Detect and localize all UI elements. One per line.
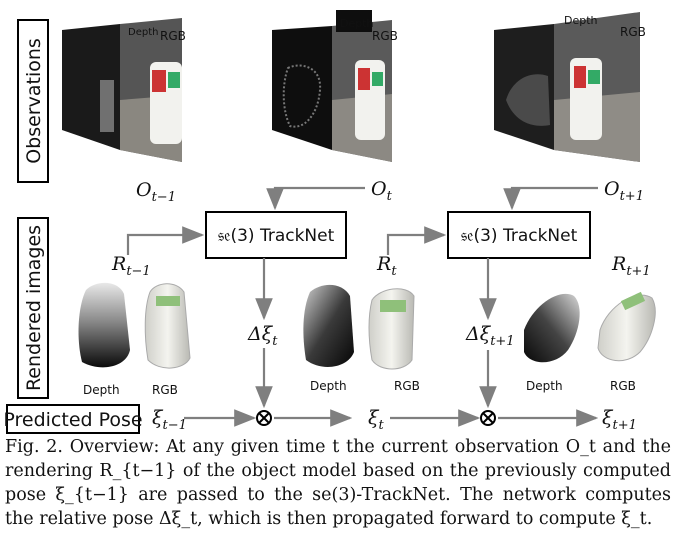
- observation-panel-t-plus-1: Depth RGB: [494, 12, 646, 162]
- figure-caption: Fig. 2. Overview: At any given time t th…: [5, 437, 671, 529]
- obs3-rgb-label: RGB: [620, 25, 646, 39]
- svg-text:𝔰𝔢(3) TrackNet: 𝔰𝔢(3) TrackNet: [218, 226, 335, 246]
- tracknet-box-1: 𝔰𝔢(3) TrackNet: [205, 211, 347, 259]
- svg-text:RGB: RGB: [152, 383, 178, 397]
- label-delta-xi-t-plus-1: Δξt+1: [465, 323, 515, 349]
- label-o-t: Ot: [371, 178, 393, 204]
- rendered-images-t-minus-1: Depth RGB: [78, 282, 191, 397]
- compose-operator-2: [480, 410, 496, 426]
- svg-text:Rendered images: Rendered images: [23, 225, 45, 391]
- obs2-rgb-label: RGB: [372, 29, 398, 43]
- label-xi-t-minus-1: ξt−1: [152, 407, 187, 433]
- svg-text:Depth: Depth: [526, 379, 563, 393]
- label-o-t-minus-1: Ot−1: [136, 179, 176, 205]
- observation-arrows: [266, 186, 598, 211]
- tracknet-box-2: 𝔰𝔢(3) TrackNet: [447, 211, 591, 259]
- label-xi-t: ξt: [368, 407, 384, 433]
- svg-text:Depth: Depth: [310, 379, 347, 393]
- predicted-pose-label: Predicted Pose: [3, 404, 143, 434]
- label-o-t-plus-1: Ot+1: [604, 178, 644, 204]
- observations-side-label: Observations: [17, 19, 49, 183]
- obs1-rgb-label: RGB: [160, 29, 186, 43]
- compose-operator-1: [256, 410, 272, 426]
- rendered-images-t: Depth RGB: [303, 284, 420, 393]
- svg-text:Observations: Observations: [23, 38, 45, 164]
- obs3-depth-label: Depth: [564, 14, 598, 27]
- obs1-depth-label: Depth: [128, 27, 158, 38]
- rendered-images-t-plus-1: Depth RGB: [524, 291, 656, 393]
- obs2-depth-label: Depth: [340, 17, 374, 30]
- label-xi-t-plus-1: ξt+1: [602, 407, 637, 433]
- delta-pose-arrows: [255, 258, 497, 409]
- svg-text:RGB: RGB: [394, 379, 420, 393]
- observation-panel-t: Depth RGB: [272, 10, 398, 162]
- label-r-t-plus-1: Rt+1: [611, 253, 651, 279]
- label-r-t-minus-1: Rt−1: [111, 253, 151, 279]
- svg-text:Predicted Pose: Predicted Pose: [3, 409, 142, 431]
- observation-panel-t-minus-1: Depth RGB: [62, 18, 186, 162]
- svg-text:RGB: RGB: [610, 379, 636, 393]
- label-delta-xi-t: Δξt: [247, 323, 278, 349]
- render-arrows: [126, 226, 447, 255]
- label-r-t: Rt: [376, 253, 397, 279]
- svg-text:𝔰𝔢(3) TrackNet: 𝔰𝔢(3) TrackNet: [461, 226, 578, 246]
- rendered-images-side-label: Rendered images: [17, 217, 49, 399]
- svg-text:Depth: Depth: [83, 383, 120, 397]
